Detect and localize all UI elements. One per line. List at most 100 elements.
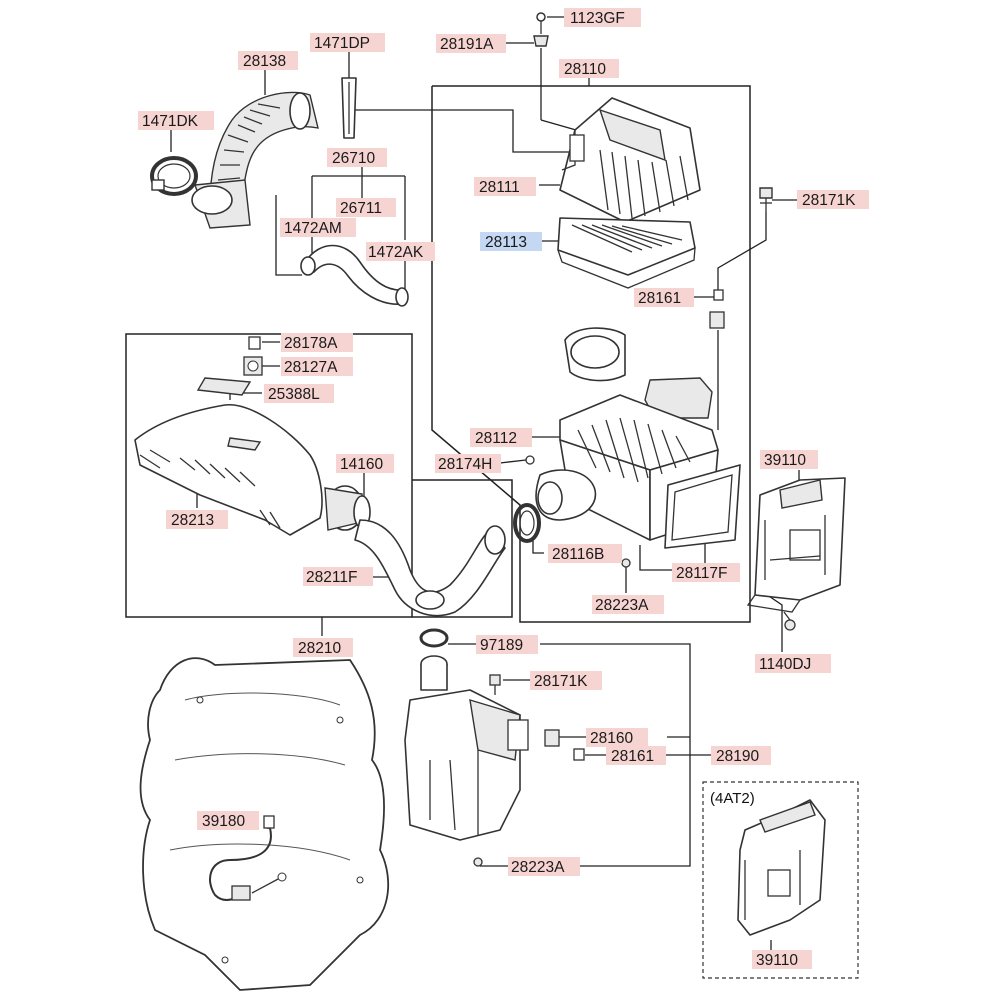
clamp-1471dk-drawing — [150, 156, 198, 196]
bolt-28171k-right-drawing — [759, 187, 773, 212]
part-label-1472am[interactable]: 1472AM — [280, 218, 356, 237]
svg-text:39110: 39110 — [756, 952, 798, 969]
resonator-28190-drawing — [404, 628, 529, 841]
nut-28178a-drawing — [248, 336, 261, 350]
hose-28211f-drawing — [354, 519, 506, 617]
part-label-28223a-upper[interactable]: 28223A — [592, 595, 664, 614]
bolt-28171k-lower-drawing — [489, 674, 501, 695]
engine-block-outline — [139, 657, 390, 991]
svg-text:26711: 26711 — [340, 200, 382, 217]
part-label-28211f[interactable]: 28211F — [303, 567, 373, 586]
part-label-28190[interactable]: 28190 — [711, 746, 771, 765]
part-label-28112[interactable]: 28112 — [470, 428, 532, 447]
grommet-28160-drawing — [544, 729, 560, 747]
nut-28127a-drawing — [243, 356, 263, 376]
svg-text:1472AK: 1472AK — [368, 244, 424, 261]
part-label-28161-upper[interactable]: 28161 — [634, 288, 694, 307]
part-label-28191a[interactable]: 28191A — [436, 34, 506, 53]
svg-text:28127A: 28127A — [284, 359, 338, 376]
svg-text:28138: 28138 — [243, 53, 286, 70]
svg-text:28174H: 28174H — [438, 456, 492, 473]
part-label-28223a-lower[interactable]: 28223A — [508, 857, 580, 876]
part-label-28161-lower[interactable]: 28161 — [606, 746, 666, 765]
part-label-39180[interactable]: 39180 — [197, 811, 259, 830]
clip-1471dp-drawing — [341, 77, 357, 139]
gasket-28117f-drawing — [664, 464, 741, 549]
breather-hose-26711-drawing — [300, 244, 409, 307]
svg-text:1472AM: 1472AM — [284, 220, 342, 237]
svg-text:39180: 39180 — [202, 813, 245, 830]
bolt-1140dj-drawing — [783, 611, 796, 631]
svg-text:28112: 28112 — [475, 430, 517, 447]
frame-air-cleaner-group — [431, 85, 751, 623]
svg-text:28161: 28161 — [638, 290, 681, 307]
grommet-28161-lower-drawing — [573, 748, 585, 761]
part-label-14160[interactable]: 14160 — [336, 454, 394, 473]
part-label-26710[interactable]: 26710 — [327, 148, 387, 167]
svg-text:97189: 97189 — [480, 637, 523, 654]
frame-variant-4at2 — [702, 781, 859, 979]
part-label-28113[interactable]: 28113 — [480, 232, 542, 251]
svg-text:28160: 28160 — [590, 730, 633, 747]
part-label-28174h[interactable]: 28174H — [435, 454, 501, 473]
hose-28138-drawing — [191, 91, 319, 229]
part-label-28117f[interactable]: 28117F — [672, 563, 740, 582]
sensor-39180-drawing — [209, 815, 287, 901]
svg-text:1471DK: 1471DK — [142, 113, 199, 130]
air-cleaner-cover-drawing — [559, 97, 701, 223]
svg-text:28110: 28110 — [564, 61, 606, 78]
filter-element-drawing — [557, 217, 696, 289]
svg-text:1471DP: 1471DP — [314, 35, 370, 52]
ecu-39110-variant-drawing — [737, 799, 826, 936]
svg-text:26710: 26710 — [332, 150, 375, 167]
svg-text:28223A: 28223A — [511, 859, 565, 876]
ring-28116b-drawing — [513, 503, 541, 543]
part-label-1471dk[interactable]: 1471DK — [138, 111, 214, 130]
svg-text:28161: 28161 — [611, 748, 654, 765]
svg-text:28223A: 28223A — [595, 597, 649, 614]
svg-text:28116B: 28116B — [552, 546, 604, 563]
part-label-1472ak[interactable]: 1472AK — [366, 242, 435, 261]
part-label-28127a[interactable]: 28127A — [281, 357, 353, 376]
svg-text:1123GF: 1123GF — [570, 10, 625, 27]
svg-text:28117F: 28117F — [676, 565, 727, 582]
svg-text:28113: 28113 — [485, 234, 527, 251]
part-label-28110[interactable]: 28110 — [559, 59, 619, 78]
svg-text:28171K: 28171K — [534, 673, 588, 690]
svg-text:14160: 14160 — [340, 456, 383, 473]
svg-text:28191A: 28191A — [440, 36, 494, 53]
svg-text:28213: 28213 — [171, 512, 214, 529]
part-label-97189[interactable]: 97189 — [476, 635, 538, 654]
part-label-28210[interactable]: 28210 — [293, 638, 353, 657]
svg-text:28190: 28190 — [716, 748, 759, 765]
svg-text:28178A: 28178A — [284, 335, 338, 352]
part-label-28111[interactable]: 28111 — [474, 177, 536, 196]
part-label-28213[interactable]: 28213 — [166, 510, 228, 529]
svg-text:28111: 28111 — [479, 179, 520, 196]
part-label-28178a[interactable]: 28178A — [281, 333, 353, 352]
frame-intake-duct-group — [125, 333, 513, 618]
part-label-1123gf[interactable]: 1123GF — [564, 8, 641, 27]
sticker-25388l-drawing — [196, 377, 252, 396]
part-label-28160[interactable]: 28160 — [586, 728, 648, 747]
svg-text:25388L: 25388L — [268, 386, 320, 403]
part-label-26711[interactable]: 26711 — [336, 198, 396, 217]
svg-text:28211F: 28211F — [306, 569, 357, 586]
part-label-28138[interactable]: 28138 — [238, 51, 298, 70]
variant-note: (4AT2) — [710, 790, 755, 807]
svg-text:28171K: 28171K — [802, 192, 856, 209]
part-label-39110-variant[interactable]: 39110 — [752, 950, 812, 969]
part-label-28116b[interactable]: 28116B — [548, 544, 622, 563]
part-label-28171k-lower[interactable]: 28171K — [530, 671, 602, 690]
bolt-1123gf-drawing — [533, 12, 549, 47]
part-label-25388l[interactable]: 25388L — [264, 384, 334, 403]
ecu-39110-drawing — [746, 477, 846, 613]
part-label-39110-main[interactable]: 39110 — [760, 450, 818, 469]
air-intake-duct-drawing — [134, 404, 323, 536]
bolt-28223a-lower-drawing — [473, 857, 483, 867]
part-label-28171k-right[interactable]: 28171K — [797, 190, 869, 209]
part-label-1140dj[interactable]: 1140DJ — [755, 654, 831, 673]
bolt-28223a-drawing — [621, 558, 631, 568]
part-label-1471dp[interactable]: 1471DP — [310, 33, 385, 52]
